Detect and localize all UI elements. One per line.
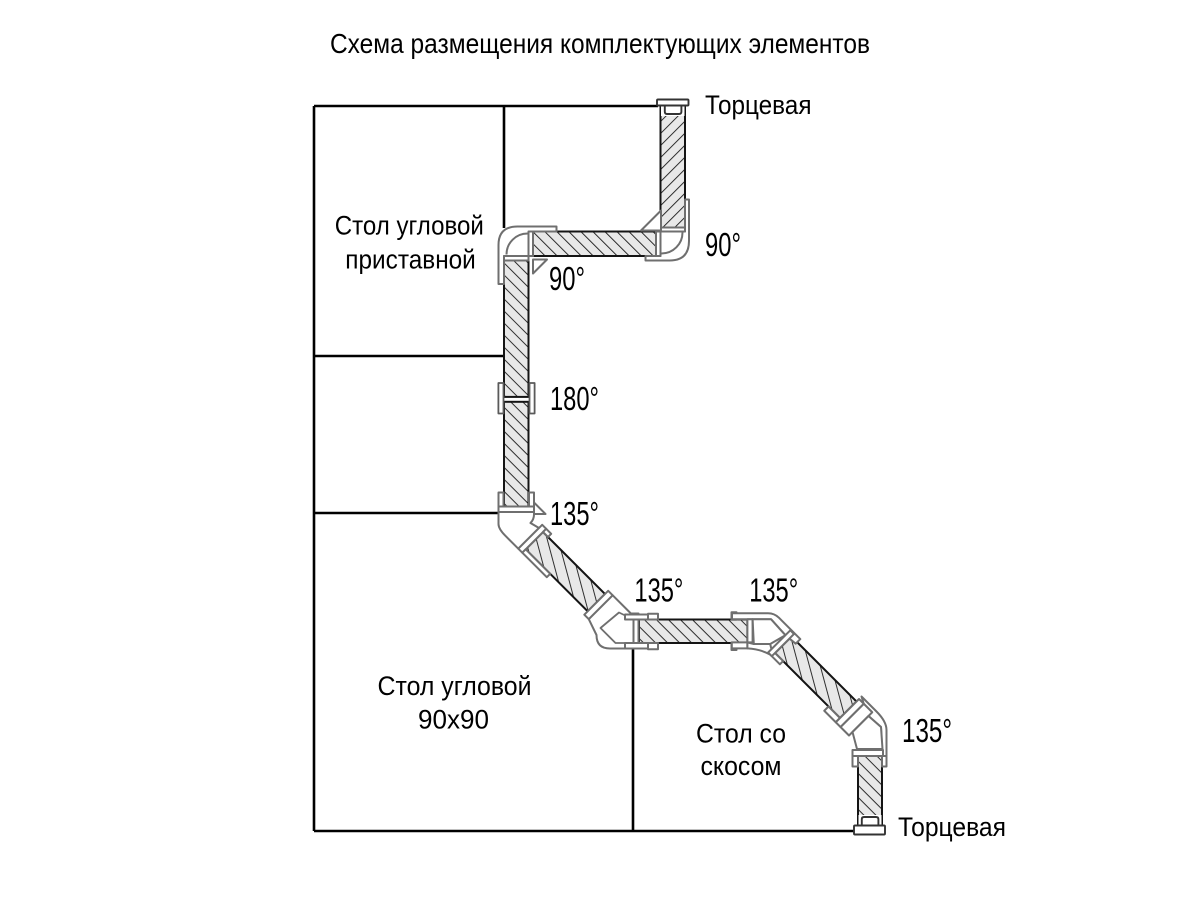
svg-text:Стол со: Стол со xyxy=(696,719,786,749)
svg-text:135°: 135° xyxy=(902,713,952,750)
svg-text:90х90: 90х90 xyxy=(418,705,489,735)
svg-text:135°: 135° xyxy=(550,496,599,533)
svg-text:135°: 135° xyxy=(634,573,683,610)
svg-text:Торцевая: Торцевая xyxy=(898,812,1006,842)
svg-text:приставной: приставной xyxy=(345,245,476,275)
svg-text:Стол угловой: Стол угловой xyxy=(335,211,484,241)
svg-text:Торцевая: Торцевая xyxy=(705,90,812,120)
svg-text:Схема размещения комплектующих: Схема размещения комплектующих элементов xyxy=(330,28,870,59)
svg-text:135°: 135° xyxy=(749,573,798,610)
svg-text:скосом: скосом xyxy=(701,751,782,781)
svg-text:180°: 180° xyxy=(550,381,599,418)
svg-text:Стол угловой: Стол угловой xyxy=(378,671,532,701)
svg-text:90°: 90° xyxy=(705,227,741,264)
svg-text:90°: 90° xyxy=(549,261,585,298)
